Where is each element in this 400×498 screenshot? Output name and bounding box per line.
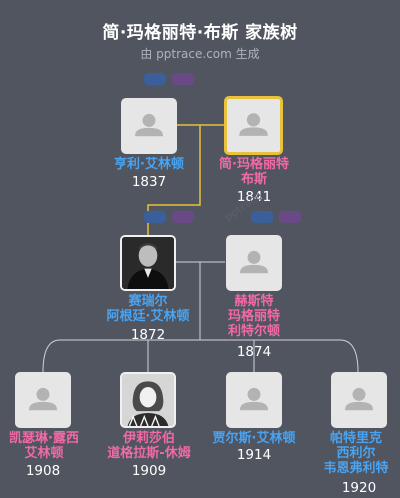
connector-children-bar (42, 339, 359, 373)
person-placeholder-icon (29, 387, 57, 411)
person-name-child4: 帕特里克 西利尔 韦恩弗利特 (323, 431, 389, 476)
person-name-mother: 赫斯特 玛格丽特 利特尔顿 (227, 294, 280, 339)
person-card-child2[interactable] (120, 372, 176, 428)
person-photo (122, 237, 174, 289)
person-name-child3: 贾尔斯·艾林顿 (212, 431, 296, 446)
person-placeholder-icon (135, 113, 163, 137)
person-year-mother: 1874 (236, 344, 272, 360)
person-card-grandmother[interactable] (224, 96, 283, 155)
person-year-father: 1872 (130, 327, 166, 343)
person-name-grandmother: 简·玛格丽特 布斯 (219, 157, 289, 187)
page-title: 简·玛格丽特·布斯 家族树 (102, 23, 298, 43)
person-card-child1[interactable] (15, 372, 71, 428)
person-year-child3: 1914 (236, 447, 272, 463)
person-placeholder-icon (240, 387, 268, 411)
person-year-child1: 1908 (25, 463, 61, 479)
person-name-grandfather: 亨利·艾林顿 (114, 157, 184, 172)
person-card-father[interactable] (120, 235, 176, 291)
person-card-grandfather[interactable] (121, 98, 177, 154)
badge-pill (144, 73, 166, 85)
person-placeholder-icon (345, 387, 373, 411)
badge-pill (172, 211, 194, 223)
badge-pill (144, 211, 166, 223)
person-placeholder-icon (239, 113, 268, 136)
person-name-child1: 凯瑟琳·露西 艾林顿 (9, 431, 79, 461)
person-year-grandmother: 1841 (236, 189, 272, 205)
person-name-father: 赛瑞尔 阿根廷·艾林顿 (106, 294, 190, 324)
person-placeholder-icon (240, 250, 268, 274)
badge-pill (172, 73, 194, 85)
badge-pill (251, 211, 273, 223)
person-year-grandfather: 1837 (131, 174, 167, 190)
person-year-child4: 1920 (341, 480, 377, 496)
person-card-child4[interactable] (331, 372, 387, 428)
person-card-child3[interactable] (226, 372, 282, 428)
person-photo (122, 374, 174, 426)
person-name-child2: 伊莉莎伯 道格拉斯-休姆 (107, 431, 191, 461)
badge-pill (279, 211, 301, 223)
person-year-child2: 1909 (131, 463, 167, 479)
page-subtitle: 由 pptrace.com 生成 (140, 47, 260, 61)
person-card-mother[interactable] (226, 235, 282, 291)
